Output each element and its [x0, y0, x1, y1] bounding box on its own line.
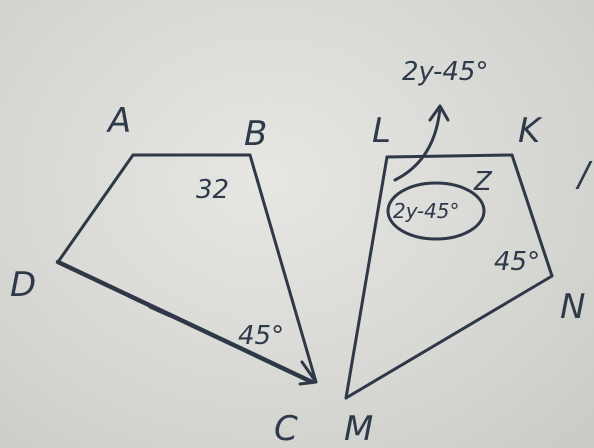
arrow-up-icon	[428, 104, 450, 122]
circle-annotation	[386, 181, 486, 241]
vertex-label-b: B	[244, 114, 267, 154]
vertex-label-m: M	[344, 409, 373, 448]
edge-dc	[55, 259, 315, 385]
edge-kn	[510, 153, 554, 278]
vertex-label-a: A	[106, 101, 131, 141]
arrow-label: 2y-45°	[402, 57, 488, 87]
edge-da-ab	[56, 153, 252, 264]
edge-lk	[385, 153, 514, 159]
vertex-label-d: D	[10, 265, 36, 305]
arrow-c-icon	[298, 360, 318, 386]
tick-mark-dc	[148, 305, 172, 318]
vertex-label-n: N	[560, 287, 585, 327]
vertex-label-k: K	[518, 111, 543, 151]
edge-lm	[344, 155, 389, 400]
angle-k-value: Z	[473, 167, 493, 197]
vertex-label-l: L	[372, 111, 391, 151]
pointer-arrow	[393, 106, 442, 182]
angle-c-value: 45°	[238, 321, 284, 351]
quadrilateral-lknm	[344, 104, 554, 400]
edge-mark: /	[575, 155, 593, 195]
edge-bc	[248, 153, 318, 384]
angle-b-value: 32	[196, 175, 229, 205]
quadrilateral-abcd	[55, 153, 318, 386]
angle-l-expression: 2y-45°	[393, 199, 460, 223]
angle-n-value: 45°	[494, 247, 540, 277]
vertex-label-c: C	[274, 409, 298, 448]
edge-nm	[344, 274, 554, 400]
